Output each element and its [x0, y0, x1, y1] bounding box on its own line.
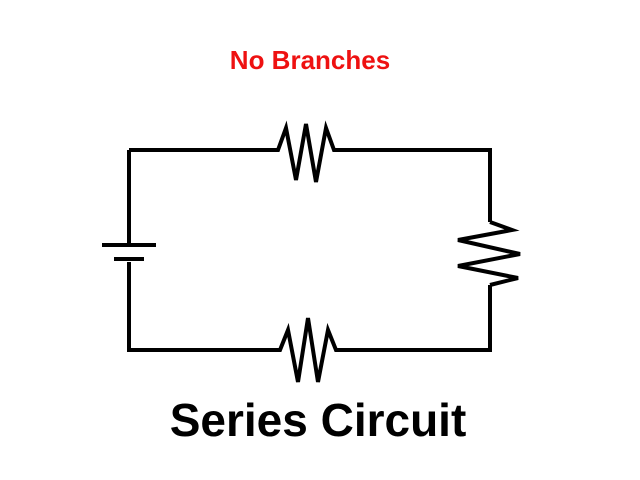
resistor-right-icon	[457, 220, 521, 287]
right-wire	[346, 285, 492, 352]
top-wire	[344, 148, 492, 222]
resistor-top-icon	[268, 120, 344, 183]
diagram-subtitle: No Branches	[229, 45, 391, 75]
diagram-title: Series Circuit	[169, 394, 467, 446]
bottom-wire	[127, 262, 270, 352]
resistor-bottom-icon	[270, 317, 346, 383]
